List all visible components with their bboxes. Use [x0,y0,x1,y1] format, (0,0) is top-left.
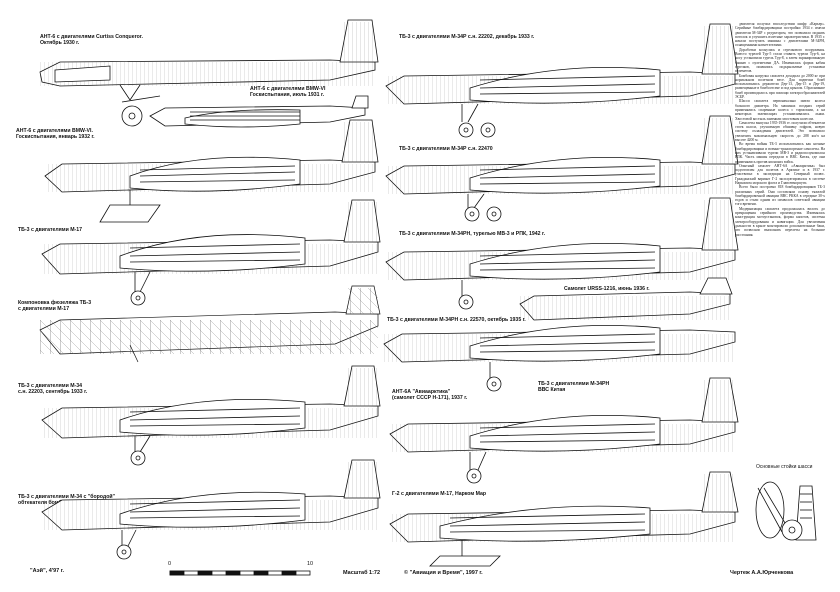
diagram-fuselage-layout [39,285,381,363]
aircraft-tb3-m34rn-1942 [385,197,739,310]
text-paragraph: Самолеты выпуска 1935-1936 гг. получили … [735,120,825,143]
footer-scale: Масштаб 1:72 [343,570,381,576]
aircraft-tb3-m17 [41,199,381,306]
label-tb3-m34rn-1942: ТБ-3 с двигателями М-34РН, турелью МВ-3 … [399,231,546,237]
scale-bar [169,570,311,576]
landing-gear-detail [755,481,817,541]
aircraft-urss-1216 [519,277,733,321]
article-text-column: двигателя получил впоследствии шифр «Кар… [735,22,825,452]
label-ant6-bmw-1932: АНТ-6 с двигателями BMW-VI. Госкиспытани… [16,128,95,141]
label-tb3-m34r-22470: ТБ-3 с двигателями М-34Р с.н. 22470 [399,146,493,152]
aircraft-g2-narkom [389,471,739,567]
label-tb3-m34: ТБ-3 с двигателями М-34 с.н. 22203, сент… [18,383,88,396]
aircraft-tb3-m34r-22470 [385,115,739,222]
label-tb3-m34r-22202: ТБ-3 с двигателями М-34Р с.н. 22202, дек… [399,34,535,40]
scale-zero: 0 [168,561,172,567]
aircraft-ant6-curtiss [39,19,379,127]
aircraft-ant6-bmw-1932 [44,119,379,223]
scale-ten: 10 [307,561,314,567]
text-paragraph: Всего было построено 818 бомбардировщико… [735,185,825,207]
text-paragraph: Модернизация самолета продолжалась вплот… [735,206,825,237]
text-paragraph: Опытный самолет АНТ-6А «Авиаарктика» был… [735,163,825,185]
label-g2-narkom: Г-2 с двигателями М-17, Нарком Мар [392,491,487,497]
gear-caption: Основные стойки шасси [756,464,813,470]
footer-left: "Аэй", 4'97 г. [30,568,65,574]
text-paragraph: двигателя получил впоследствии шифр «Кар… [735,22,825,48]
aircraft-tb3-m34rn-22570 [383,324,736,392]
text-paragraph: Доработки коснулись и стрелкового вооруж… [735,47,825,74]
label-tb3-china: ТБ-3 с двигателями М-34РН ВВС Китая [538,381,610,394]
label-ant6-bmw-1931: АНТ-6 с двигателями BMW-VI Госкиспытания… [250,86,326,99]
footer-copyright: © "Авиация и Время", 1997 г. [404,570,483,576]
aircraft-ant6a-aviaarktika [389,377,739,484]
aircraft-tb3-m34r-22202 [385,23,739,138]
text-paragraph: Шасси самолета первоначально имело колес… [735,99,825,121]
label-ant6a-aviaarktika: АНТ-6А "Авиаарктика" (самолет СССР Н-171… [392,389,468,402]
footer-author: Чертеж А.А.Юрченкова [730,570,794,576]
label-urss-1216: Самолет URSS-1216, июнь 1936 г. [564,286,650,292]
text-paragraph: Бомбовая нагрузка самолета доходила до 2… [735,73,825,100]
text-paragraph: Во время войны ТБ-3 использовались как н… [735,142,825,164]
label-tb3-m17: ТБ-3 с двигателями М-17 [18,227,83,233]
label-ant6-curtiss: АНТ-6 с двигателями Curtiss Conqueror. О… [40,34,143,47]
aircraft-tb3-m34 [41,365,381,466]
aircraft-tb3-m34-beard [41,459,381,560]
aircraft-ant6-bmw-1931 [149,95,369,128]
label-fuselage-layout: Компоновка фюзеляжа ТБ-3 с двигателями М… [18,300,92,313]
